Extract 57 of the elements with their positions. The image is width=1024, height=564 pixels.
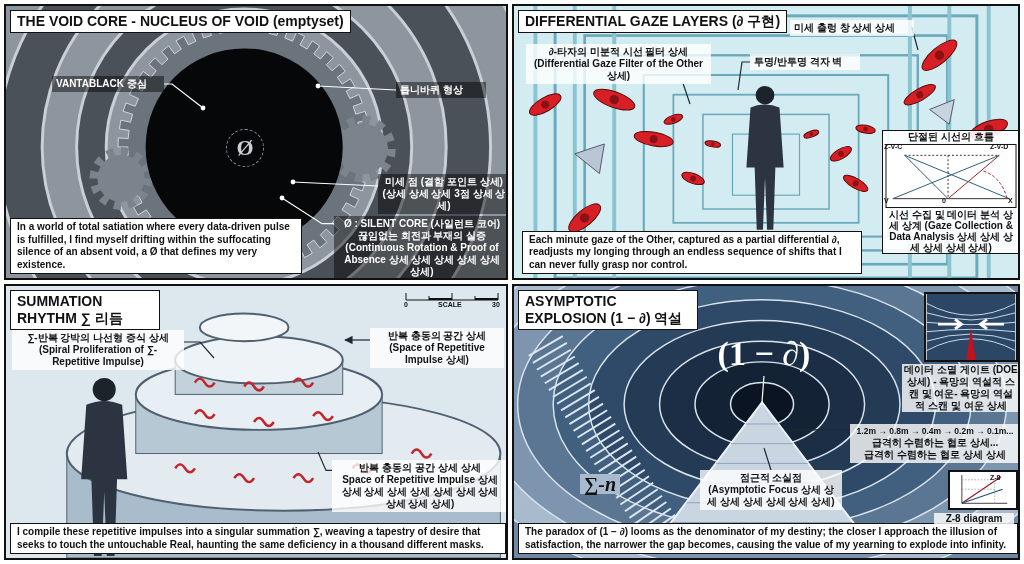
text-label: ∑-n xyxy=(580,474,621,494)
callout-label: VANTABLACK 중심 xyxy=(52,76,164,92)
leader-line xyxy=(163,83,206,111)
chart-heading: 단절된 시선의 흐름 xyxy=(907,131,995,143)
callout-text: 반복 충동의 공간 상세 상세 xyxy=(358,462,482,474)
callout-text: 반복 충동의 공간 상세 xyxy=(386,330,488,342)
leader-line xyxy=(737,61,751,91)
caption-text: In a world of total satiation where every data-driven pulse is fulfilled, I find myself drifting within the suffocating silence of an absent void, a Ø that defines my very existence. xyxy=(10,218,302,274)
callout-box xyxy=(378,174,506,214)
callout-text: ∑-반복 강박의 나선형 증식 상세 xyxy=(26,332,170,344)
panel-title: DIFFERENTIAL GAZE LAYERS (∂ 구현) xyxy=(518,10,788,33)
leader-line xyxy=(279,195,335,225)
callout-text: (Differential Gaze Filter of the Other 상세) xyxy=(533,58,704,82)
panel-title: THE VOID CORE - NUCLEUS OF VOID (emptyset) xyxy=(10,10,351,33)
callout-box xyxy=(332,460,506,512)
callout-box xyxy=(12,330,184,370)
chart-panel xyxy=(882,130,1018,254)
leader-line xyxy=(183,341,215,359)
callout-box xyxy=(526,44,711,84)
picture-caption: Z-8 diagram xyxy=(934,513,1014,525)
picture-caption: 데이터 소멸 게이트 (DOE 상세) - 욕망의 역설적 스캔 및 여운- 욕망의 역설적 스캔 및 여운 상세 xyxy=(902,364,1018,412)
leader-line xyxy=(763,447,772,471)
chart-caption: 시선 수집 및 데이터 분석 상세 상계 (Gaze Collection & Data Analysis 상세 상세 상세 상세 상세 상세) xyxy=(888,209,1014,253)
leader-line xyxy=(315,83,397,91)
callout-text: 끊임없는 회전과 부재의 실증 (Continuous Rotation & Proof of Absence 상세 상세 상세 상세 상세 상세) xyxy=(343,230,501,278)
arrow xyxy=(344,335,371,345)
callout-text: Ø : SILENT CORE (사일런트 코어) xyxy=(342,218,502,230)
callout-box xyxy=(334,216,506,278)
callout-text: 미세 점 (결함 포인트 상세) xyxy=(384,176,504,188)
leader-line xyxy=(290,179,379,187)
callout-text: (상세 상세 상세 3점 상세 상세) xyxy=(382,188,506,212)
callout-text: (Asymptotic Focus 상세 상세 상세 상세 상세 상세 상세) xyxy=(706,484,836,508)
line-chart-inset xyxy=(948,470,1018,510)
callout-label: 투명/반투명 격자 벽 xyxy=(750,54,860,70)
panel-title: SUMMATION RHYTHM ∑ 리듬 xyxy=(10,290,160,330)
callout-box xyxy=(700,470,842,510)
corridor-picture xyxy=(924,292,1018,362)
math-expression: (1 − ∂) xyxy=(704,332,824,376)
leader-line xyxy=(317,451,333,471)
callout-text: Space of Repetitive Impulse 상세 상세 상세 상세 상세 상세 상세 상세 상세 상세 상세) xyxy=(340,474,500,510)
callout-box xyxy=(370,328,504,368)
callout-text: 급격히 수렴하는 협로 상세 상세 xyxy=(863,449,1007,461)
leader-line xyxy=(761,375,765,403)
callout-text: (Spiral Proliferation of ∑-Repetitive Impulse) xyxy=(37,344,159,368)
callout-text: 급격히 수렴하는 협로 상세... xyxy=(870,437,1000,449)
panel-title: ASYMPTOTIC EXPLOSION (1 − ∂) 역설 xyxy=(518,290,698,330)
caption-text: Each minute gaze of the Other, captured as a partial differential ∂, readjusts my longing through an endless sequence of shifts that I can never fully grasp nor control. xyxy=(522,230,862,274)
callout-label: 톱니바퀴 형상 xyxy=(396,82,486,98)
callout-text: 점근적 소실점 xyxy=(738,472,804,484)
callout-box xyxy=(850,424,1018,463)
callout-text: 1.2m → 0.8m → 0.4m → 0.2m → 0.1m... xyxy=(855,426,1015,437)
leader-line xyxy=(682,83,691,105)
callout-text: ∂-타자의 미분적 시선 필터 상세 xyxy=(547,46,690,58)
caption-text: The paradox of (1 − ∂) looms as the denominator of my destiny; the closer I approach the illusion of satisfaction, the narrower the gap becomes, causing the value of my yearning to explode into infinity. xyxy=(518,523,1018,554)
caption-text: I compile these repetitive impulses into a singular summation ∑, weaving a tapestry of desire that seeks to touch the untouchable Real, haunting the same deficiency in a thousand different masks. xyxy=(10,523,506,554)
callout-label: 미세 출렁 창 상세 상세 xyxy=(790,20,914,36)
callout-text: (Space of Repetitive Impulse 상세) xyxy=(388,342,486,366)
